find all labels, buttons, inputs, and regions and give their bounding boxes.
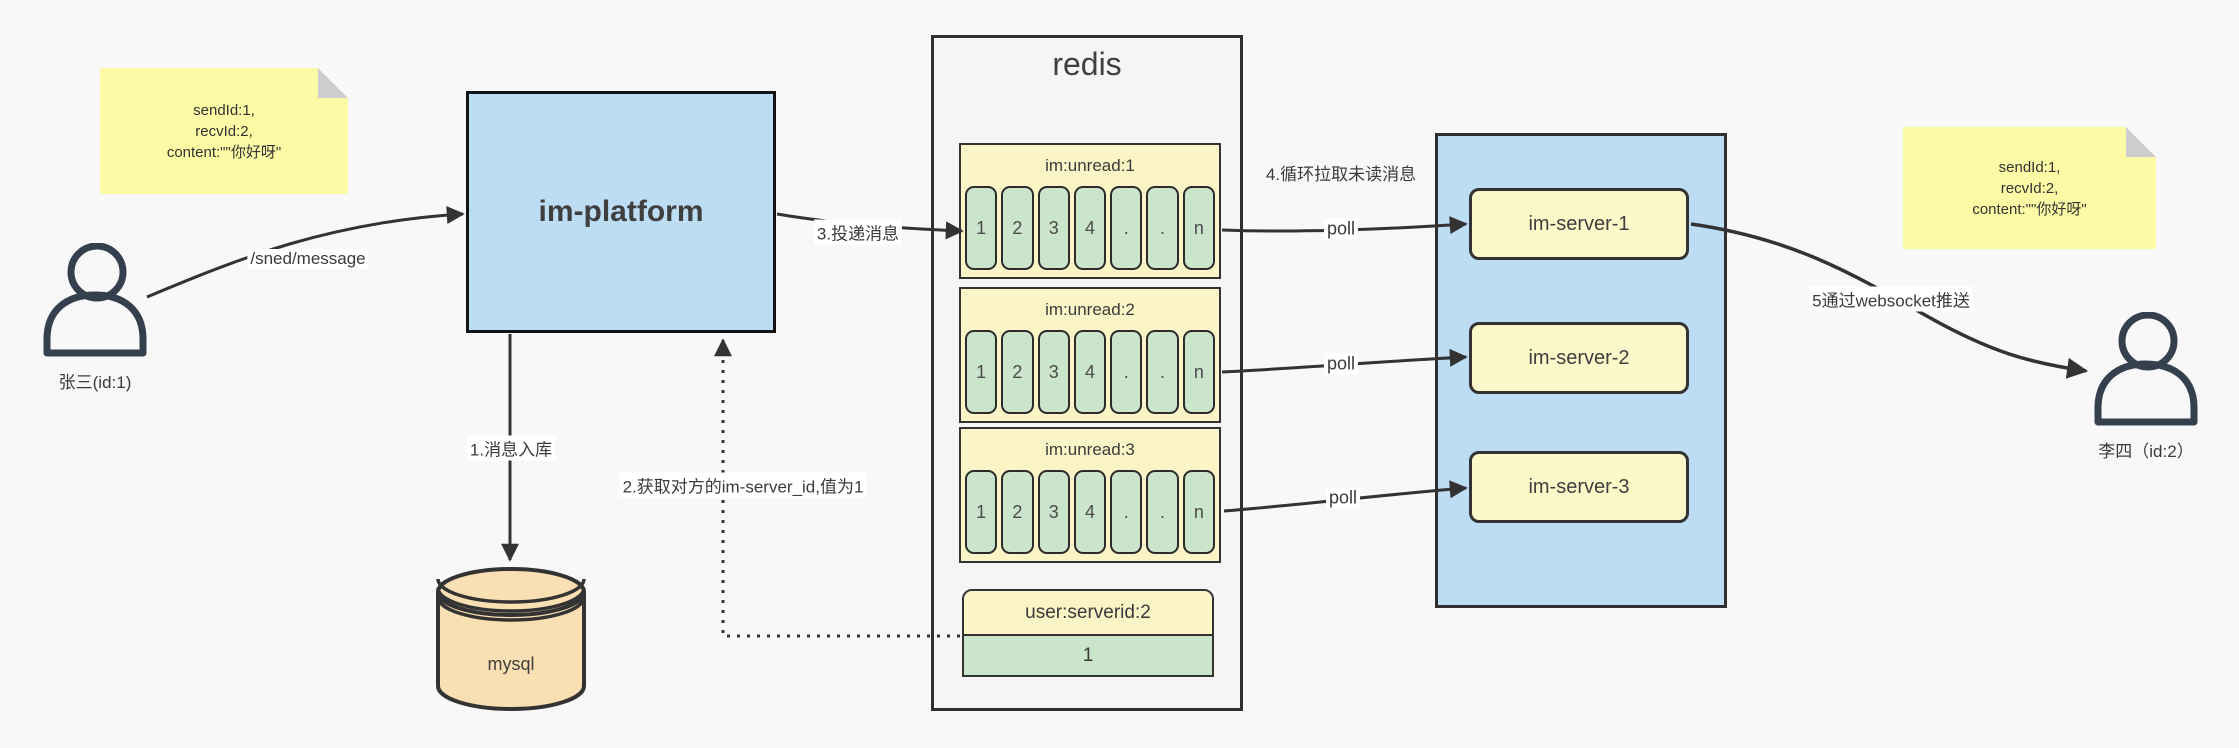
edge-label-send: /sned/message xyxy=(247,249,369,269)
unread-queue-1: im:unread:1 1 2 3 4 . . n xyxy=(959,143,1221,279)
user-serverid-box: user:serverid:2 1 xyxy=(962,589,1214,677)
queue-cell: n xyxy=(1182,186,1215,270)
queue-cells: 1 2 3 4 . . n xyxy=(961,330,1219,414)
edge-label-step3: 3.投递消息 xyxy=(813,219,903,245)
queue-cell: . xyxy=(1110,330,1143,414)
queue-cell: . xyxy=(1146,186,1179,270)
unread-queue-2: im:unread:2 1 2 3 4 . . n xyxy=(959,287,1221,423)
person-icon-receiver xyxy=(2091,311,2201,427)
im-platform-box: im-platform xyxy=(466,91,776,333)
note-fold-corner xyxy=(318,68,348,98)
unread-queue-3: im:unread:3 1 2 3 4 . . n xyxy=(959,427,1221,563)
queue-cell: 2 xyxy=(1001,470,1034,554)
queue-cell: 1 xyxy=(965,330,998,414)
queue-cell: . xyxy=(1110,186,1143,270)
queue-cell: 2 xyxy=(1001,330,1034,414)
message-note-left: sendId:1, recvId:2, content:""你好呀" xyxy=(100,68,348,194)
queue-cell: 1 xyxy=(965,186,998,270)
edge-label-step2: 2.获取对方的im-server_id,值为1 xyxy=(619,472,867,498)
receiver-label: 李四（id:2） xyxy=(2098,442,2194,461)
note-line: sendId:1, xyxy=(1998,158,2061,176)
queue-cell: . xyxy=(1146,330,1179,414)
note-line: sendId:1, xyxy=(193,101,255,119)
queue-cell: 3 xyxy=(1037,330,1070,414)
queue-cell: n xyxy=(1182,330,1215,414)
queue-header: im:unread:2 xyxy=(1045,299,1135,319)
im-server-1-box: im-server-1 xyxy=(1469,188,1689,260)
redis-title: redis xyxy=(1052,46,1122,82)
note-line: recvId:2, xyxy=(195,122,253,140)
queue-cell: . xyxy=(1110,470,1143,554)
note-line: content:""你好呀" xyxy=(166,143,282,161)
queue-cells: 1 2 3 4 . . n xyxy=(961,470,1219,554)
queue-cell: 2 xyxy=(1001,186,1034,270)
queue-header: im:unread:1 xyxy=(1045,155,1135,175)
edge-label-poll-3: poll xyxy=(1325,487,1361,509)
queue-cell: 3 xyxy=(1037,186,1070,270)
im-platform-title: im-platform xyxy=(538,195,704,228)
person-icon-sender xyxy=(40,242,150,358)
queue-cell: . xyxy=(1146,470,1179,554)
queue-cell: 3 xyxy=(1037,470,1070,554)
im-server-1-label: im-server-1 xyxy=(1528,212,1630,235)
queue-cell: n xyxy=(1182,470,1215,554)
queue-cell: 4 xyxy=(1073,330,1107,414)
queue-header: im:unread:3 xyxy=(1045,439,1135,459)
edge-label-step4: 4.循环拉取未读消息 xyxy=(1265,165,1417,184)
message-note-right: sendId:1, recvId:2, content:""你好呀" xyxy=(1903,127,2156,249)
queue-cell: 1 xyxy=(965,470,998,554)
note-fold-corner xyxy=(2126,127,2156,157)
queue-cell: 4 xyxy=(1073,470,1107,554)
sender-label: 张三(id:1) xyxy=(58,373,132,392)
im-server-3-box: im-server-3 xyxy=(1469,451,1689,523)
edge-label-poll-2: poll xyxy=(1323,353,1359,375)
user-serverid-value: 1 xyxy=(964,634,1212,675)
queue-cells: 1 2 3 4 . . n xyxy=(961,186,1219,270)
edge-label-poll-1: poll xyxy=(1323,218,1359,240)
edge-label-step5: 5通过websocket推送 xyxy=(1809,286,1973,312)
im-server-2-label: im-server-2 xyxy=(1528,346,1630,369)
mysql-database-icon: mysql xyxy=(433,566,589,712)
im-server-2-box: im-server-2 xyxy=(1469,322,1689,394)
user-serverid-key: user:serverid:2 xyxy=(964,591,1212,634)
queue-cell: 4 xyxy=(1073,186,1107,270)
im-server-3-label: im-server-3 xyxy=(1528,475,1630,498)
edge-label-step1: 1.消息入库 xyxy=(466,435,556,461)
note-line: content:""你好呀" xyxy=(1972,200,2087,218)
note-line: recvId:2, xyxy=(2000,179,2059,197)
mysql-label: mysql xyxy=(487,654,534,674)
